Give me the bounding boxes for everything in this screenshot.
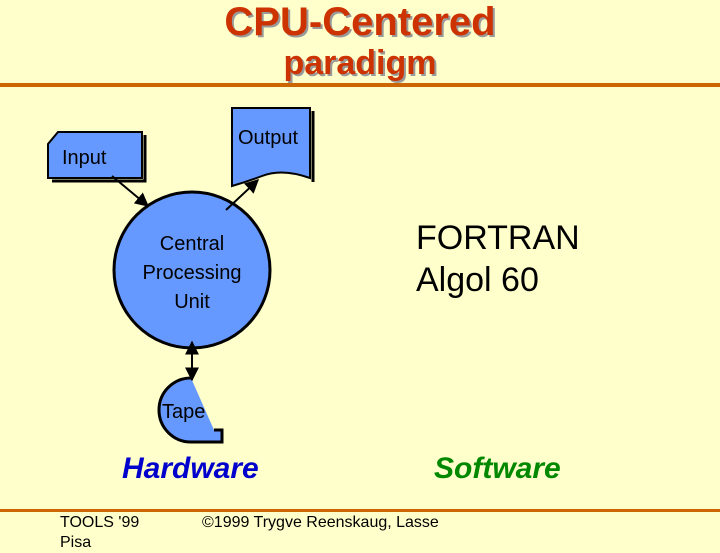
tape-label: Tape xyxy=(162,401,206,423)
arrow-cpu-to-output xyxy=(225,179,260,211)
footer-conference-line-1: TOOLS '99 xyxy=(60,514,140,531)
cpu-label: Central Processing Unit xyxy=(116,230,268,317)
language-fortran: FORTRAN xyxy=(416,219,580,257)
cpu-label-line-1: Central xyxy=(159,233,225,255)
footer-copyright: ©1999 Trygve Reenskaug, Lasse xyxy=(202,514,439,531)
footer-divider xyxy=(0,509,720,512)
cpu-diagram xyxy=(47,107,315,444)
footer-conference-line-2: Pisa xyxy=(60,534,92,551)
output-label: Output xyxy=(238,127,299,149)
input-card-shape xyxy=(47,131,143,179)
tape-shape xyxy=(157,376,224,444)
cpu-label-line-3: Unit xyxy=(174,291,210,313)
arrow-input-to-cpu xyxy=(111,175,150,207)
title-divider xyxy=(0,83,720,87)
caption-software: Software xyxy=(434,452,561,485)
title-line-1: CPU-Centered xyxy=(224,0,496,44)
output-document-shape xyxy=(231,107,311,188)
cpu-label-line-2: Processing xyxy=(142,262,242,284)
footer-conference: TOOLS '99 Pisa xyxy=(60,513,139,553)
input-label: Input xyxy=(62,147,107,169)
caption-hardware: Hardware xyxy=(122,452,259,485)
title-line-2: paradigm xyxy=(283,44,437,82)
language-algol: Algol 60 xyxy=(416,261,539,299)
